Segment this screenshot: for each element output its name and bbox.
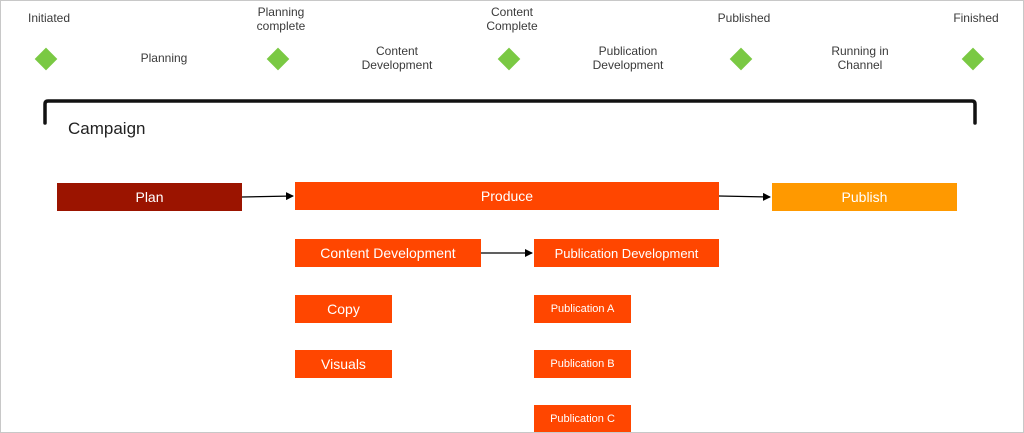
content-development-box: Content Development <box>295 239 481 267</box>
publish-stage: Publish <box>772 183 957 211</box>
visuals-box: Visuals <box>295 350 392 378</box>
milestone-published: Published <box>669 1 819 71</box>
milestone-label: Content Complete <box>486 5 538 33</box>
arrow-plan-to-produce <box>241 192 294 201</box>
phase-publication-development: Publication Development <box>592 44 664 72</box>
plan-stage: Plan <box>57 183 242 211</box>
milestone-content-complete: Content Complete <box>437 1 587 71</box>
campaign-bracket <box>43 99 977 125</box>
milestone-initiated: Initiated <box>1 1 124 71</box>
phase-planning: Planning <box>140 51 188 65</box>
milestone-finished: Finished <box>901 1 1023 71</box>
publication-b-box: Publication B <box>534 350 631 378</box>
milestone-label: Initiated <box>27 11 71 25</box>
publication-a-box: Publication A <box>534 295 631 323</box>
milestone-label: Finished <box>953 11 999 25</box>
arrow-produce-to-publish <box>718 192 771 201</box>
phase-content-development: Content Development <box>361 44 433 72</box>
publication-development-box: Publication Development <box>534 239 719 267</box>
copy-box: Copy <box>295 295 392 323</box>
milestone-label: Planning complete <box>256 5 306 33</box>
produce-stage: Produce <box>295 182 719 210</box>
milestone-planning-complete: Planning complete <box>206 1 356 71</box>
campaign-label: Campaign <box>68 119 146 138</box>
milestone-label: Published <box>717 11 771 25</box>
publication-c-box: Publication C <box>534 405 631 432</box>
phase-running-in-channel: Running in Channel <box>831 44 889 72</box>
